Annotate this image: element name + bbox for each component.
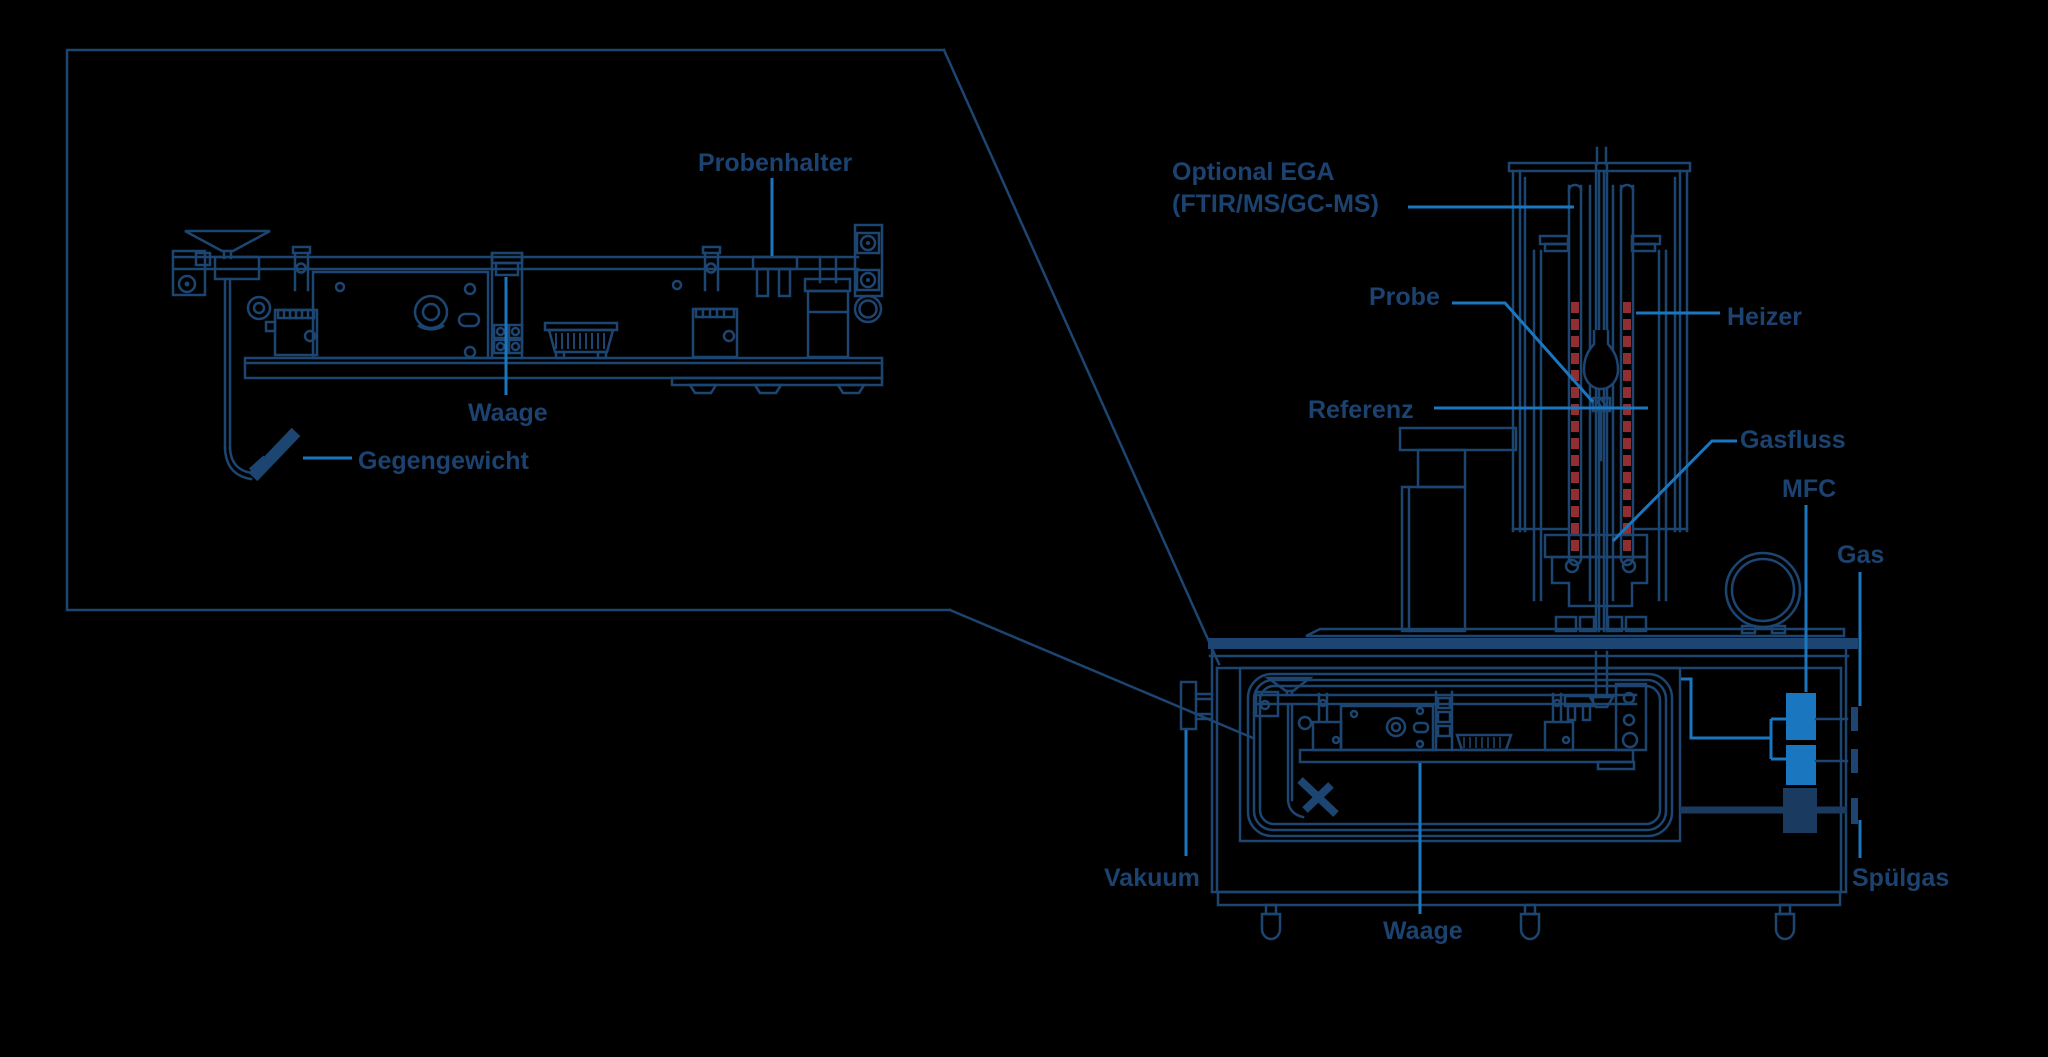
furnace-inner-columns: [1532, 184, 1668, 602]
diagram-labels: Optional EGA (FTIR/MS/GC-MS) Probe Heize…: [1104, 158, 1949, 945]
target-mark: [246, 295, 272, 321]
probe-leader-line: [1452, 301, 1595, 403]
label-probenhalter: Probenhalter: [698, 149, 852, 177]
right-flexure-block: [671, 245, 739, 359]
label-optional-ega-line2: (FTIR/MS/GC-MS): [1172, 190, 1379, 218]
counterweight-icon: [248, 427, 301, 482]
purge-gas-block: [1783, 788, 1817, 833]
sample-flask: [1582, 330, 1620, 462]
gasfluss-leader-line: [1611, 439, 1737, 543]
cabinet-foot: [1774, 903, 1796, 941]
mfc-block-2: [1786, 745, 1816, 785]
label-waage-inset: Waage: [468, 399, 548, 427]
furnace-shell: [1511, 169, 1689, 533]
label-heizer: Heizer: [1727, 303, 1802, 331]
mini-sample-holder: [1563, 694, 1595, 722]
inset-base-plate: [243, 356, 884, 395]
callout-connector-top: [942, 48, 1221, 666]
mini-base-plate: [1298, 748, 1635, 764]
label-referenz: Referenz: [1308, 396, 1414, 424]
cabinet-body: [1179, 627, 1858, 941]
callout-connector-bottom: [948, 608, 1255, 740]
gas-flange-1: [1851, 707, 1858, 731]
cabinet-foot: [1519, 903, 1541, 941]
label-gegengewicht: Gegengewicht: [358, 447, 530, 475]
label-mfc: MFC: [1782, 475, 1836, 503]
furnace-base-plate: [1305, 627, 1846, 638]
heater-elements: [1571, 302, 1631, 552]
left-flexure-block: [264, 245, 319, 357]
balance-rail: [171, 255, 860, 271]
support-column: [1398, 426, 1518, 633]
left-end-bracket: [171, 249, 212, 297]
gas-pipe: [1681, 677, 1771, 740]
cabinet-top-deck: [1208, 638, 1858, 649]
label-gasfluss: Gasfluss: [1740, 426, 1846, 454]
mini-counterweight-icon: [1297, 777, 1339, 817]
label-spuelgas: Spülgas: [1852, 864, 1949, 892]
label-waage-cabinet: Waage: [1383, 917, 1463, 945]
connector-comb: [543, 321, 619, 360]
vacuum-port: [1179, 680, 1214, 731]
gas-flange-2: [1851, 749, 1858, 773]
gas-ring: [1724, 551, 1802, 635]
furnace-tower: [1398, 146, 1802, 635]
right-cylinder: [803, 255, 852, 359]
sample-holder: [751, 255, 799, 298]
label-optional-ega-line1: Optional EGA: [1172, 158, 1335, 186]
cabinet-foot: [1260, 903, 1282, 941]
label-vakuum: Vakuum: [1104, 864, 1200, 892]
label-probe: Probe: [1369, 283, 1440, 311]
suspension-block: [213, 255, 261, 281]
right-end-bracket: [853, 223, 884, 324]
furnace-pedestal: [1543, 533, 1649, 633]
mini-balance: [1254, 650, 1648, 819]
center-channel: [490, 251, 524, 360]
mini-hook: [1286, 798, 1305, 819]
cabinet-base: [1216, 890, 1842, 941]
heater-tubes: [1567, 183, 1635, 567]
inset-labels: Probenhalter Waage Gegengewicht: [303, 149, 852, 475]
inset-balance-drawing: [171, 223, 884, 482]
callout-outline: [65, 48, 1255, 740]
mini-tube-cone: [1587, 695, 1616, 709]
mfc-block-1: [1786, 693, 1816, 740]
balance-body: [311, 270, 490, 360]
mini-connector-comb: [1455, 733, 1513, 752]
balance-chamber: [1238, 666, 1682, 843]
gas-plumbing: [1680, 677, 1858, 833]
hangdown-rod: [223, 277, 254, 481]
gas-flange-3: [1851, 798, 1858, 824]
label-gas: Gas: [1837, 541, 1884, 569]
